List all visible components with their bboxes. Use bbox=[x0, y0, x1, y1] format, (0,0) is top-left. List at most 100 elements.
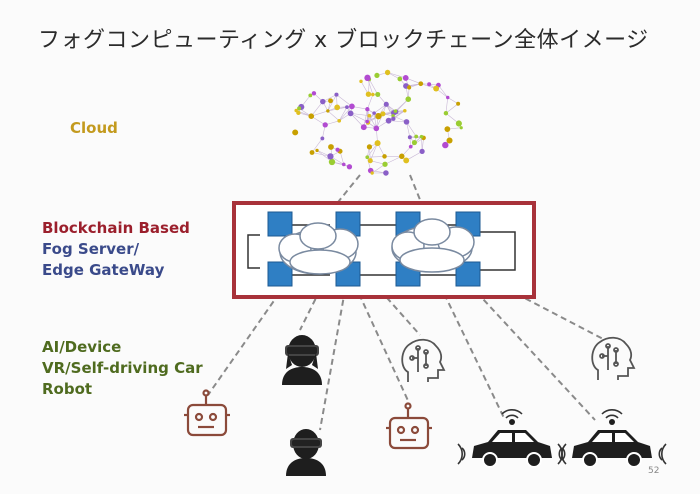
network-node bbox=[359, 79, 363, 84]
network-node bbox=[347, 110, 354, 117]
network-node bbox=[397, 76, 403, 82]
network-node bbox=[315, 148, 319, 153]
network-node bbox=[456, 101, 461, 106]
network-node bbox=[382, 154, 387, 159]
network-node bbox=[455, 120, 462, 127]
fog-label-line-2: Fog Server/ bbox=[42, 240, 140, 258]
network-node bbox=[418, 81, 424, 87]
network-node bbox=[403, 157, 410, 164]
network-edge bbox=[350, 113, 370, 116]
network-edge bbox=[406, 121, 417, 137]
network-node bbox=[328, 98, 333, 104]
network-node bbox=[370, 171, 374, 175]
network-node bbox=[446, 137, 453, 144]
vr-persons bbox=[282, 335, 326, 476]
network-node bbox=[433, 85, 440, 92]
network-node bbox=[365, 155, 370, 160]
network-node bbox=[365, 119, 370, 124]
vr-headset-person-icon bbox=[282, 335, 322, 385]
network-edge bbox=[406, 151, 423, 161]
network-edge bbox=[338, 107, 348, 121]
robot-icon bbox=[386, 402, 432, 450]
network-edge bbox=[363, 109, 368, 128]
network-edge bbox=[327, 94, 337, 112]
network-node bbox=[346, 164, 353, 170]
network-node bbox=[320, 136, 325, 141]
network-node bbox=[371, 92, 375, 97]
network-node bbox=[403, 108, 407, 113]
ai-brain-icon bbox=[401, 338, 446, 382]
network-node bbox=[367, 158, 373, 164]
fog-cloud-icon bbox=[391, 218, 475, 273]
network-node bbox=[444, 126, 451, 132]
vr-headset-person-icon bbox=[286, 429, 326, 476]
page-number: 52 bbox=[648, 466, 660, 476]
network-edge bbox=[369, 79, 379, 95]
blockchain-nodes bbox=[267, 211, 481, 287]
network-edge bbox=[311, 152, 331, 157]
network-node bbox=[322, 122, 328, 128]
self-driving-car-icon bbox=[457, 409, 567, 468]
link-car-2 bbox=[469, 284, 596, 421]
network-node bbox=[328, 158, 336, 166]
network-edge bbox=[384, 155, 402, 165]
network-node bbox=[403, 119, 410, 125]
network-node bbox=[374, 72, 380, 79]
network-node bbox=[419, 148, 425, 154]
network-node bbox=[297, 106, 302, 111]
network-node bbox=[442, 141, 449, 149]
network-node bbox=[407, 85, 412, 90]
network-node bbox=[405, 96, 412, 103]
fog-label-line-3: Edge GateWay bbox=[42, 261, 165, 279]
network-edge bbox=[311, 101, 324, 117]
network-node bbox=[367, 113, 372, 118]
network-node bbox=[385, 117, 392, 124]
network-node bbox=[383, 170, 389, 176]
network-node bbox=[374, 140, 381, 147]
network-node bbox=[427, 82, 432, 87]
devices bbox=[184, 336, 636, 450]
network-node bbox=[411, 139, 418, 146]
network-edge bbox=[388, 120, 407, 123]
network-node bbox=[391, 116, 396, 121]
robot-icon bbox=[184, 389, 230, 437]
network-node bbox=[334, 104, 341, 111]
network-node bbox=[341, 162, 346, 167]
fog-label-line-1: Blockchain Based bbox=[42, 219, 190, 237]
network-node bbox=[384, 69, 391, 76]
fog-clouds bbox=[278, 218, 475, 275]
network-edge bbox=[447, 97, 459, 105]
fog-server-frame bbox=[232, 201, 536, 299]
network-node bbox=[365, 107, 370, 112]
network-edge bbox=[395, 98, 409, 112]
network-node bbox=[373, 125, 380, 132]
fog-label: Blockchain Based Fog Server/ Edge GateWa… bbox=[42, 218, 190, 281]
network-node bbox=[294, 108, 298, 113]
slide-title: フォグコンピューティング x ブロックチェーン全体イメージ bbox=[38, 28, 649, 53]
link-vr-1 bbox=[299, 289, 321, 331]
network-node bbox=[399, 153, 405, 159]
network-edge bbox=[350, 113, 365, 128]
network-node bbox=[419, 134, 424, 139]
network-node bbox=[414, 134, 419, 139]
network-edge bbox=[367, 94, 374, 110]
device-label-line-2: VR/Self-driving Car bbox=[42, 359, 203, 377]
self-driving-car-icon bbox=[557, 409, 667, 468]
device-label: AI/Device VR/Self-driving Car Robot bbox=[42, 337, 203, 400]
device-label-line-3: Robot bbox=[42, 380, 93, 398]
network-node bbox=[382, 161, 388, 167]
device-label-line-1: AI/Device bbox=[42, 338, 122, 356]
network-edge bbox=[311, 138, 323, 153]
network-node bbox=[459, 126, 463, 130]
network-node bbox=[402, 75, 409, 81]
network-edge bbox=[445, 103, 459, 114]
network-edge bbox=[393, 110, 405, 120]
network-node bbox=[366, 144, 373, 150]
network-node bbox=[345, 105, 349, 110]
network-node bbox=[364, 74, 371, 82]
network-edge bbox=[445, 97, 449, 114]
network-node bbox=[407, 135, 412, 140]
link-vr-2 bbox=[319, 289, 346, 431]
